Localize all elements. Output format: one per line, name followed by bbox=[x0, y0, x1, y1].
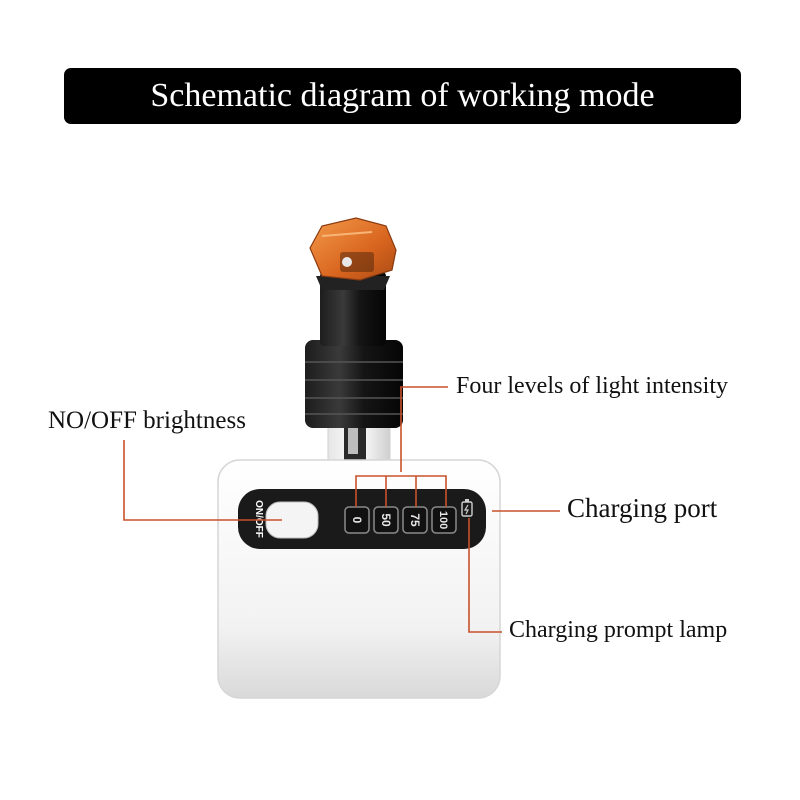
title-bar: Schematic diagram of working mode bbox=[64, 68, 741, 124]
device-housing bbox=[217, 459, 501, 699]
leader-lamp bbox=[468, 518, 502, 633]
level-button-75[interactable]: 75 bbox=[402, 506, 428, 534]
lamp-head bbox=[305, 217, 403, 428]
leader-lines bbox=[123, 386, 560, 633]
callout-lamp: Charging prompt lamp bbox=[509, 617, 728, 643]
callout-levels: Four levels of light intensity bbox=[456, 373, 728, 399]
callout-port: Charging port bbox=[567, 493, 718, 523]
level-button-50[interactable]: 50 bbox=[373, 506, 399, 534]
page-title: Schematic diagram of working mode bbox=[150, 77, 655, 114]
leader-power bbox=[123, 440, 282, 521]
level-label-0: 0 bbox=[350, 517, 364, 524]
battery-icon bbox=[461, 499, 473, 517]
lamp-cap bbox=[309, 217, 397, 281]
leader-levels-bracket bbox=[355, 475, 447, 507]
level-label-75: 75 bbox=[408, 513, 422, 527]
callout-power: NO/OFF brightness bbox=[48, 407, 246, 434]
level-button-0[interactable]: 0 bbox=[344, 506, 370, 534]
level-button-100[interactable]: 100 bbox=[431, 506, 457, 534]
level-label-50: 50 bbox=[379, 513, 393, 527]
power-button-label: ON/OFF bbox=[253, 500, 264, 538]
leader-levels bbox=[400, 386, 448, 472]
level-label-100: 100 bbox=[437, 511, 449, 529]
